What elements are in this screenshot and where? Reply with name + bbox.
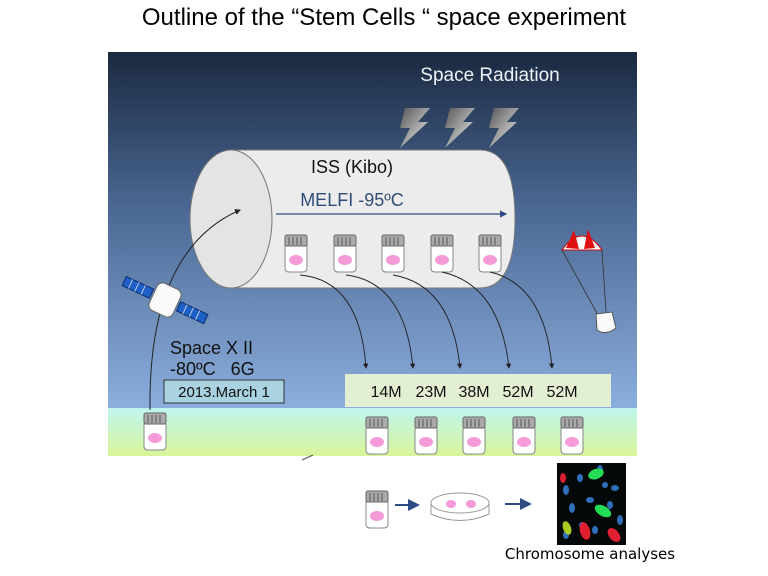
spacex-conditions: -80ºC 6G: [170, 359, 255, 379]
chromosome-analyses-caption: Chromosome analyses: [504, 545, 676, 563]
duration-box: [345, 374, 611, 407]
chromosome-image: [557, 463, 626, 545]
spacex-dragon-icon: [121, 275, 209, 325]
duration-label: 52M: [502, 384, 533, 401]
duration-label: 14M: [370, 384, 401, 401]
launch-arrow: [149, 209, 241, 411]
slide-title: Outline of the “Stem Cells “ space exper…: [141, 4, 627, 31]
spacex-label: Space X II: [170, 338, 253, 358]
duration-label: 38M: [458, 384, 489, 401]
melfi-label: MELFI -95ºC: [300, 190, 404, 210]
launch-date-box: [163, 379, 285, 404]
radiation-bolt-icons: [400, 108, 519, 148]
duration-labels: 14M 23M 38M 52M 52M: [370, 384, 577, 401]
iss-label: ISS (Kibo): [311, 157, 393, 177]
culture-dish-icon: [430, 492, 490, 521]
return-arrows: [299, 271, 555, 369]
space-radiation-label: Space Radiation: [420, 65, 559, 86]
divider-mark: [301, 454, 314, 461]
sample-vial-icon: [365, 490, 389, 529]
launch-date: 2013.March 1: [178, 384, 270, 401]
duration-label: 52M: [546, 384, 577, 401]
parachute-capsule-icon: [561, 229, 617, 334]
duration-label: 23M: [415, 384, 446, 401]
